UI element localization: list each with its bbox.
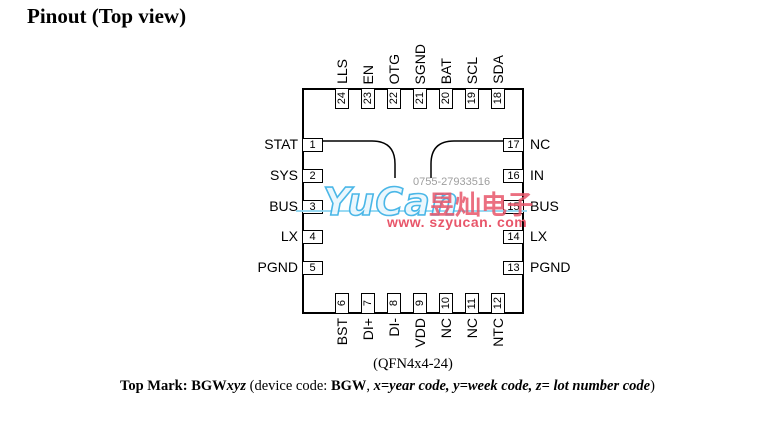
- pin-number-20: 20: [439, 92, 452, 105]
- pin-number-18: 18: [491, 92, 504, 105]
- pin-number-5: 5: [309, 261, 316, 274]
- package-caption: (QFN4x4-24): [373, 356, 453, 372]
- pin-number-4: 4: [309, 230, 316, 243]
- pin-pad-9: 9: [413, 293, 427, 314]
- pin-number-1: 1: [309, 138, 316, 151]
- pin-label-nc-17: NC: [530, 136, 551, 152]
- pin-label-bst-6: BST: [333, 318, 350, 346]
- pin-label-di-8: DI-: [385, 318, 402, 337]
- pin-pad-19: 19: [465, 88, 479, 109]
- pin-pad-2: 2: [302, 169, 323, 183]
- top-mark-label: Top Mark: BGW: [120, 378, 227, 394]
- pin-pad-11: 11: [465, 293, 479, 314]
- pin-label-wrap-21: SGND: [411, 26, 429, 84]
- pin-number-23: 23: [361, 92, 374, 105]
- pin-pad-16: 16: [503, 169, 524, 183]
- package-inner-marks: [323, 140, 503, 178]
- pin-pad-24: 24: [335, 88, 349, 109]
- pin-label-wrap-24: LLS: [333, 26, 351, 84]
- top-mark-comma: ,: [366, 378, 374, 394]
- pin-number-7: 7: [361, 300, 374, 307]
- pin-label-wrap-20: BAT: [437, 26, 455, 84]
- pin-number-16: 16: [507, 169, 520, 182]
- page-title: Pinout (Top view): [27, 4, 187, 28]
- top-mark-codes: x=year code, y=week code, z= lot number …: [373, 378, 651, 394]
- pin-number-21: 21: [413, 92, 426, 105]
- pin-pad-21: 21: [413, 88, 427, 109]
- pin-number-12: 12: [491, 297, 504, 310]
- pin-number-15: 15: [507, 200, 520, 213]
- pin-label-in-16: IN: [530, 167, 544, 183]
- pin-pad-18: 18: [491, 88, 505, 109]
- pin-pad-14: 14: [503, 230, 524, 244]
- top-mark-xyz: xyz: [226, 378, 246, 394]
- pin-label-bus-15: BUS: [530, 198, 559, 214]
- pin-label-bus-3: BUS: [269, 198, 298, 214]
- pin-pad-20: 20: [439, 88, 453, 109]
- pin-label-wrap-22: OTG: [385, 26, 403, 84]
- pin-label-en-23: EN: [359, 64, 376, 84]
- pin-label-lx-14: LX: [530, 228, 548, 244]
- pin-pad-23: 23: [361, 88, 375, 109]
- pin-pad-22: 22: [387, 88, 401, 109]
- pin-number-11: 11: [465, 297, 478, 310]
- pin-label-lx-4: LX: [280, 228, 298, 244]
- pin-number-17: 17: [507, 138, 520, 151]
- pin-label-stat-1: STAT: [264, 136, 298, 152]
- pin-label-sgnd-21: SGND: [411, 43, 428, 84]
- pin-number-6: 6: [335, 300, 348, 307]
- pin-number-22: 22: [387, 92, 400, 105]
- pin-number-8: 8: [387, 300, 400, 307]
- pin-pad-13: 13: [503, 261, 524, 275]
- pin-label-nc-10: NC: [437, 318, 454, 339]
- pin17-corner-mark: [430, 140, 503, 178]
- pin-number-3: 3: [309, 200, 316, 213]
- pin1-corner-mark: [323, 140, 396, 178]
- pin-pad-17: 17: [503, 138, 524, 152]
- pin-label-ntc-12: NTC: [489, 318, 506, 347]
- pin-number-19: 19: [465, 92, 478, 105]
- pin-label-wrap-23: EN: [359, 26, 377, 84]
- pin-label-bat-20: BAT: [437, 57, 454, 84]
- pin-label-wrap-19: SCL: [463, 26, 481, 84]
- pin-pad-15: 15: [503, 200, 524, 214]
- pin-number-9: 9: [413, 300, 426, 307]
- pin-pad-6: 6: [335, 293, 349, 314]
- pin-pad-4: 4: [302, 230, 323, 244]
- pin-pad-7: 7: [361, 293, 375, 314]
- pin-label-vdd-9: VDD: [411, 318, 428, 348]
- pin-pad-12: 12: [491, 293, 505, 314]
- pin-label-pgnd-5: PGND: [257, 259, 298, 275]
- pin-label-scl-19: SCL: [463, 56, 480, 84]
- top-mark-open: (device code:: [246, 378, 331, 394]
- pin-pad-8: 8: [387, 293, 401, 314]
- package-outline: [302, 88, 524, 314]
- pin-number-10: 10: [439, 297, 452, 310]
- pin-label-lls-24: LLS: [333, 59, 350, 84]
- pin-label-di-7: DI+: [359, 318, 376, 341]
- pin-pad-3: 3: [302, 200, 323, 214]
- pin-pad-1: 1: [302, 138, 323, 152]
- pin-label-otg-22: OTG: [385, 53, 402, 84]
- pin-number-13: 13: [507, 261, 520, 274]
- pin-label-sda-18: SDA: [489, 55, 506, 84]
- pin-pad-5: 5: [302, 261, 323, 275]
- pin-number-14: 14: [507, 230, 520, 243]
- top-mark-device-code: BGW: [330, 378, 367, 394]
- top-mark-note: Top Mark: BGWxyz (device code: BGW, x=ye…: [0, 378, 775, 395]
- top-mark-close: ): [650, 378, 655, 394]
- pin-label-nc-11: NC: [463, 318, 480, 339]
- pin-number-2: 2: [309, 169, 316, 182]
- pin-number-24: 24: [335, 92, 348, 105]
- pin-pad-10: 10: [439, 293, 453, 314]
- pin-label-sys-2: SYS: [269, 167, 298, 183]
- pin-label-wrap-18: SDA: [489, 26, 507, 84]
- pin-label-pgnd-13: PGND: [530, 259, 571, 275]
